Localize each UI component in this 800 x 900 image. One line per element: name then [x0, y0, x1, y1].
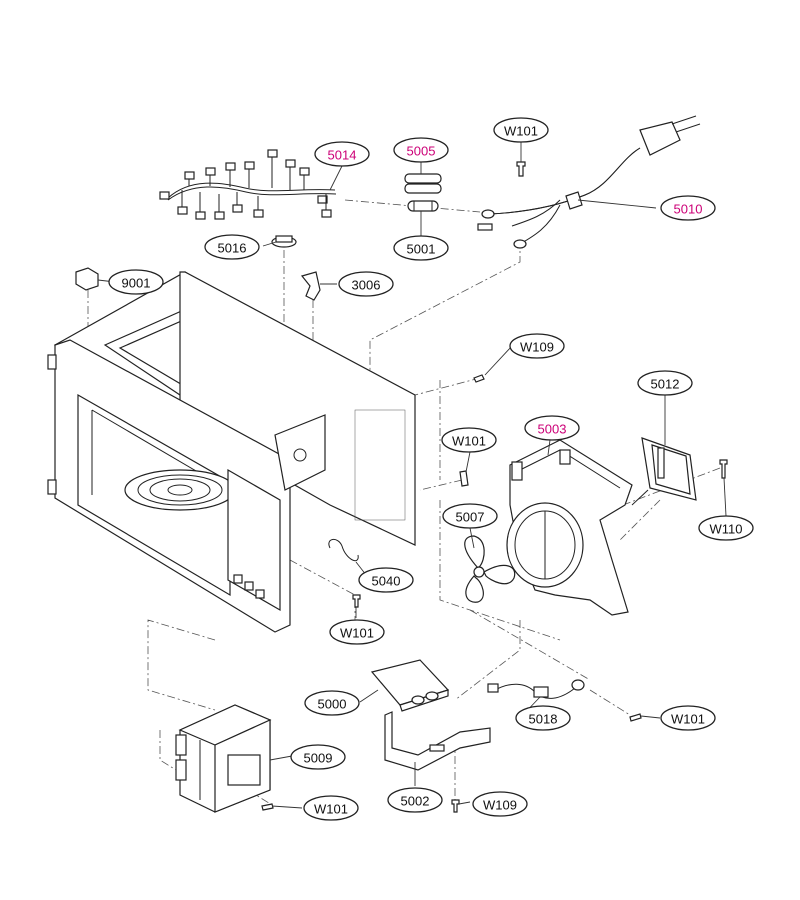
cabinet-part: [47, 271, 416, 633]
callout-oval: [660, 705, 716, 731]
fuse-parts: [404, 173, 442, 212]
callout-oval: [441, 427, 497, 453]
callout-5002: 5002: [387, 787, 443, 813]
callout-5003: 5003: [524, 415, 580, 441]
callout-5007: 5007: [442, 503, 498, 529]
callout-5040: 5040: [358, 567, 414, 593]
callout-text: 5000: [318, 697, 347, 712]
callout-oval: [393, 137, 449, 163]
callout-w101-mid: W101: [441, 427, 497, 453]
screw-parts: [261, 161, 728, 813]
callout-oval: [393, 235, 449, 261]
callout-text: W101: [504, 124, 538, 139]
callout-text: W101: [340, 626, 374, 641]
callout-oval: [660, 195, 716, 221]
callout-oval: [304, 690, 360, 716]
fan-duct-part: [506, 439, 633, 616]
fan-blade-part: [464, 535, 516, 603]
callout-oval: [493, 117, 549, 143]
callout-5012: 5012: [637, 370, 693, 396]
callout-oval: [108, 269, 164, 295]
callout-5000: 5000: [304, 690, 360, 716]
callout-text: 5009: [304, 751, 333, 766]
callout-text: W101: [314, 802, 348, 817]
callout-oval: [637, 370, 693, 396]
callout-5018: 5018: [515, 705, 571, 731]
callout-5010: 5010: [660, 195, 716, 221]
callout-text: W110: [710, 522, 743, 537]
callout-w101-left: W101: [329, 619, 385, 645]
callout-text: W101: [452, 434, 486, 449]
callout-5014: 5014: [314, 141, 370, 167]
callout-oval: [303, 795, 359, 821]
callout-oval: [472, 791, 528, 817]
callout-oval: [387, 787, 443, 813]
spring-part: [328, 539, 359, 562]
callout-text: 5002: [401, 794, 430, 809]
callout-text: 5007: [456, 510, 485, 525]
diode-part: [487, 679, 585, 699]
callout-text: 5003: [538, 422, 567, 437]
callout-3006: 3006: [338, 271, 394, 297]
callout-oval: [338, 271, 394, 297]
callout-w109-top: W109: [509, 333, 565, 359]
callout-w110: W110: [698, 515, 754, 541]
callout-5001: 5001: [393, 235, 449, 261]
callout-text: 5012: [651, 377, 680, 392]
callout-w101-bottom: W101: [303, 795, 359, 821]
capacitor-bracket-part: [384, 711, 491, 771]
callout-5005: 5005: [393, 137, 449, 163]
callout-oval: [204, 234, 260, 260]
thermostat-part: [271, 235, 297, 248]
callout-oval: [509, 333, 565, 359]
callout-text: 5018: [529, 712, 558, 727]
callout-text: W109: [520, 340, 554, 355]
callout-w101-right: W101: [660, 705, 716, 731]
callout-oval: [524, 415, 580, 441]
callout-text: 5010: [674, 202, 703, 217]
callout-text: 3006: [352, 278, 381, 293]
callout-text: 5016: [218, 241, 247, 256]
cushion-block-part: [75, 267, 99, 291]
callout-text: 9001: [122, 276, 151, 291]
capacitor-part: [370, 659, 450, 712]
transformer-part: [175, 704, 272, 813]
callout-oval: [314, 141, 370, 167]
fan-motor-part: [631, 437, 697, 506]
wire-harness-part: [159, 149, 337, 220]
callout-5009: 5009: [290, 744, 346, 770]
callout-5016: 5016: [204, 234, 260, 260]
callout-oval: [329, 619, 385, 645]
callout-text: 5040: [372, 574, 401, 589]
callout-oval: [442, 503, 498, 529]
power-cord-part: [477, 115, 701, 249]
callout-oval: [358, 567, 414, 593]
callout-w101-top: W101: [493, 117, 549, 143]
callout-text: 5001: [407, 242, 436, 257]
callout-text: 5005: [407, 144, 436, 159]
callout-9001: 9001: [108, 269, 164, 295]
callout-text: W109: [483, 798, 517, 813]
callout-oval: [698, 515, 754, 541]
callout-oval: [515, 705, 571, 731]
callout-w109-bottom: W109: [472, 791, 528, 817]
clip-part: [300, 271, 321, 301]
callout-text: W101: [671, 712, 705, 727]
callout-text: 5014: [328, 148, 357, 163]
callout-oval: [290, 744, 346, 770]
